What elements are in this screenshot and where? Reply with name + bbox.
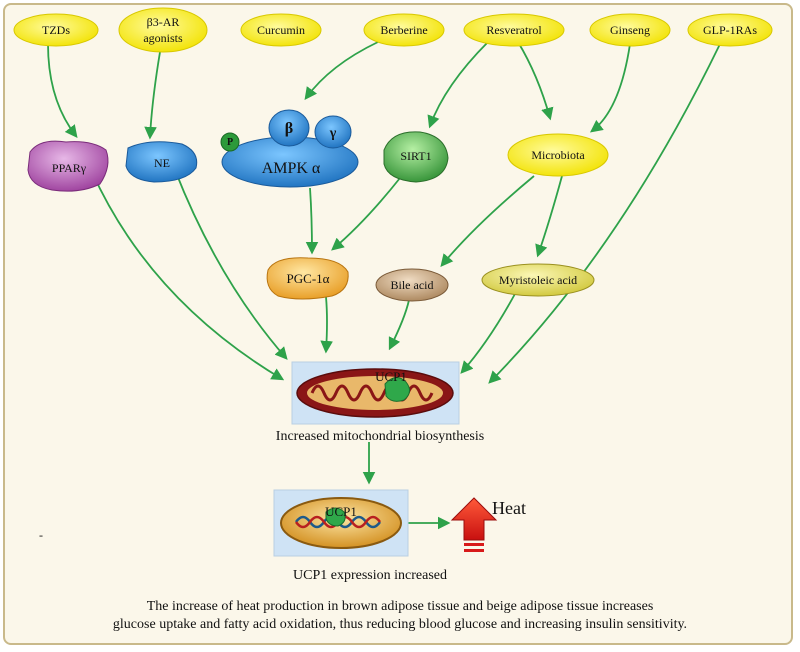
- source-nodes: [13, 7, 773, 53]
- microbiota-oval: [507, 133, 609, 177]
- arrow-microbiota-bile: [440, 175, 535, 267]
- arrow-pgc1a-mito: [320, 296, 333, 354]
- arrow-glp1-mito: [488, 43, 721, 384]
- source-oval-tzds: [13, 13, 99, 47]
- sirt1-blob: [383, 131, 449, 183]
- source-label-ginseng: Ginseng: [610, 22, 650, 37]
- ampk-gamma-subunit: [314, 115, 352, 149]
- mitochondrion-panel: [291, 361, 460, 425]
- label-ucp1-mito: UCP1: [375, 368, 407, 384]
- label-ampk-gamma: γ: [329, 125, 337, 141]
- source-oval-resveratrol: [463, 13, 565, 47]
- arrow-ppar-mito: [91, 171, 285, 381]
- source-oval-berberine: [363, 13, 445, 47]
- label-ppar: PPARγ: [51, 160, 87, 175]
- arrow-resveratrol-microbiota: [517, 41, 554, 121]
- arrow-sirt1-pgc1a: [331, 177, 401, 251]
- ne-blob: [125, 141, 198, 183]
- phosphate-circle: [220, 132, 240, 152]
- label-pgc1a: PGC-1α: [286, 270, 330, 286]
- arrow-tzds-ppar: [47, 43, 78, 138]
- arrow-resveratrol-sirt1: [427, 41, 489, 129]
- footer-line-2: glucose uptake and fatty acid oxidation,…: [112, 617, 688, 632]
- heat-arrow-icon: [450, 497, 498, 552]
- label-microbiota: Microbiota: [531, 147, 585, 162]
- mito-caption: Increased mitochondrial biosynthesis: [275, 429, 485, 444]
- pathway-arrows: [47, 41, 721, 530]
- source-label-tzds: TZDs: [42, 22, 70, 37]
- label-ampk-alpha: AMPK α: [261, 159, 321, 177]
- label-ne: NE: [154, 155, 170, 170]
- mediator-nodes: [27, 109, 609, 302]
- ampk-beta-subunit: [268, 109, 310, 147]
- bile-acid-oval: [375, 268, 449, 302]
- pgc1a-blob: [266, 257, 349, 300]
- arrow-ampk-pgc1a: [305, 187, 319, 255]
- source-label-resveratrol: Resveratrol: [486, 22, 542, 37]
- source-label-glp1: GLP-1RAs: [702, 22, 757, 37]
- label-ucp1-nucleus: UCP1: [325, 503, 357, 519]
- arrow-ginseng-microbiota: [589, 43, 631, 133]
- ppar-blob: [27, 140, 109, 192]
- label-sirt1: SIRT1: [400, 148, 432, 163]
- arrow-ne-mito: [174, 169, 288, 360]
- arrow-myristoleic-mito: [460, 291, 517, 374]
- source-oval-glp1: [687, 13, 773, 47]
- source-label-berberine: Berberine: [380, 22, 428, 37]
- label-myristoleic: Myristoleic acid: [498, 272, 578, 287]
- myristoleic-oval: [481, 263, 595, 297]
- stray-mark: -: [39, 528, 43, 542]
- arrow-bile-mito: [388, 299, 410, 351]
- source-label-b3ar-line2: agonists: [143, 30, 183, 45]
- source-label-b3ar-line1: β3-AR: [146, 14, 180, 29]
- source-oval-curcumin: [240, 13, 322, 47]
- heat-label: Heat: [492, 498, 526, 518]
- source-oval-b3ar: [118, 7, 208, 53]
- arrow-b3ar-ne: [144, 51, 161, 140]
- label-phosphate: P: [226, 136, 234, 148]
- nucleus-panel: [273, 489, 409, 557]
- label-bile-acid: Bile acid: [390, 277, 434, 292]
- expression-caption: UCP1 expression increased: [293, 568, 447, 583]
- label-ampk-beta: β: [284, 119, 294, 137]
- footer-line-1: The increase of heat production in brown…: [146, 599, 654, 614]
- arrow-microbiota-myristoleic: [535, 175, 563, 258]
- arrow-berberine-ampk: [304, 41, 379, 101]
- source-oval-ginseng: [589, 13, 671, 47]
- source-label-curcumin: Curcumin: [257, 22, 305, 37]
